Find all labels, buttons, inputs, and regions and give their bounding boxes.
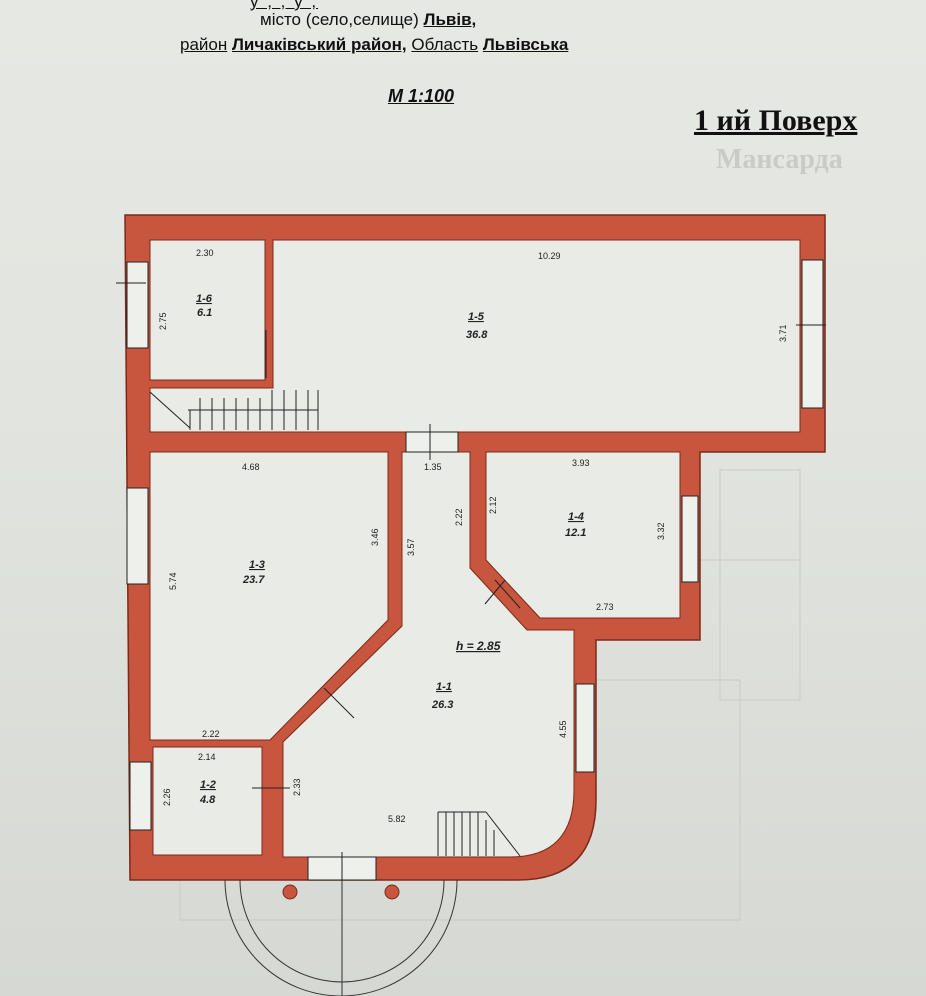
dim-2-33: 2.33 <box>292 778 302 796</box>
room-id-1-2: 1-2 <box>200 779 216 791</box>
dim-3-57: 3.57 <box>406 538 416 556</box>
room-area-1-3: 23.7 <box>242 574 265 586</box>
dim-2-30: 2.30 <box>196 248 214 258</box>
window-right-top <box>801 259 824 409</box>
dim-2-12: 2.12 <box>488 496 498 514</box>
dim-4-68: 4.68 <box>242 462 260 472</box>
room-id-1-6: 1-6 <box>196 293 213 305</box>
dim-3-32: 3.32 <box>656 522 666 540</box>
region-prefix: Область <box>411 35 479 54</box>
room-area-1-1: 26.3 <box>431 699 453 711</box>
drawing-scale: М 1:100 <box>388 86 455 106</box>
room-id-1-1: 1-1 <box>436 681 452 693</box>
dim-4-55: 4.55 <box>558 720 568 738</box>
dim-2-26: 2.26 <box>162 788 172 806</box>
door-15-11 <box>405 431 459 453</box>
dim-2-14: 2.14 <box>198 752 216 762</box>
header-district-line: район Личаківський район, Область Львівс… <box>180 35 568 55</box>
dim-5-82: 5.82 <box>388 814 406 824</box>
room-1-2 <box>152 746 263 856</box>
window-left-mid <box>126 487 149 585</box>
upper-staircase <box>149 390 319 430</box>
room-1-4 <box>485 451 681 619</box>
room-1-3 <box>149 451 389 741</box>
district-prefix: район <box>180 35 228 54</box>
header-line-top: у , , у , <box>250 0 319 11</box>
lower-staircase <box>437 811 521 857</box>
dim-3-93: 3.93 <box>572 458 590 468</box>
dim-2-75: 2.75 <box>158 312 168 330</box>
room-area-1-2: 4.8 <box>199 794 216 806</box>
room-1-5 <box>149 239 801 433</box>
door-swing-marks <box>116 282 826 884</box>
porch-column-right <box>384 884 400 900</box>
room-area-1-4: 12.1 <box>565 527 586 539</box>
porch <box>224 879 458 996</box>
dim-2-73: 2.73 <box>596 602 614 612</box>
window-left-top <box>126 261 149 349</box>
room-id-1-3: 1-3 <box>249 559 265 571</box>
city-value: Львів, <box>423 10 477 29</box>
dim-3-71: 3.71 <box>778 324 788 342</box>
dim-2-22-a: 2.22 <box>454 508 464 526</box>
window-left-bottom <box>129 761 152 831</box>
room-area-1-5: 36.8 <box>466 329 488 341</box>
floor-title: 1 ий Поверх <box>694 104 858 137</box>
dim-2-22-b: 2.22 <box>202 729 220 739</box>
window-right-14 <box>681 495 699 583</box>
ceiling-height: h = 2.85 <box>456 639 501 653</box>
region-value: Львівська <box>482 35 569 54</box>
room-1-1 <box>282 451 575 858</box>
room-id-1-4: 1-4 <box>568 511 584 523</box>
window-right-11 <box>575 683 595 773</box>
show-through-text: Мансарда <box>716 144 843 175</box>
header-city-line: місто (село,селище) Львів, <box>260 10 476 30</box>
dim-3-46: 3.46 <box>370 528 380 546</box>
dim-10-29: 10.29 <box>538 251 561 261</box>
room-area-1-6: 6.1 <box>197 307 212 319</box>
porch-column-left <box>282 884 298 900</box>
room-id-1-5: 1-5 <box>468 311 485 323</box>
district-value: Личаківський район, <box>231 35 407 54</box>
dim-5-74: 5.74 <box>168 572 178 590</box>
city-prefix: місто (село,селище) <box>260 10 419 29</box>
room-1-6 <box>149 239 266 381</box>
dim-1-35: 1.35 <box>424 462 442 472</box>
